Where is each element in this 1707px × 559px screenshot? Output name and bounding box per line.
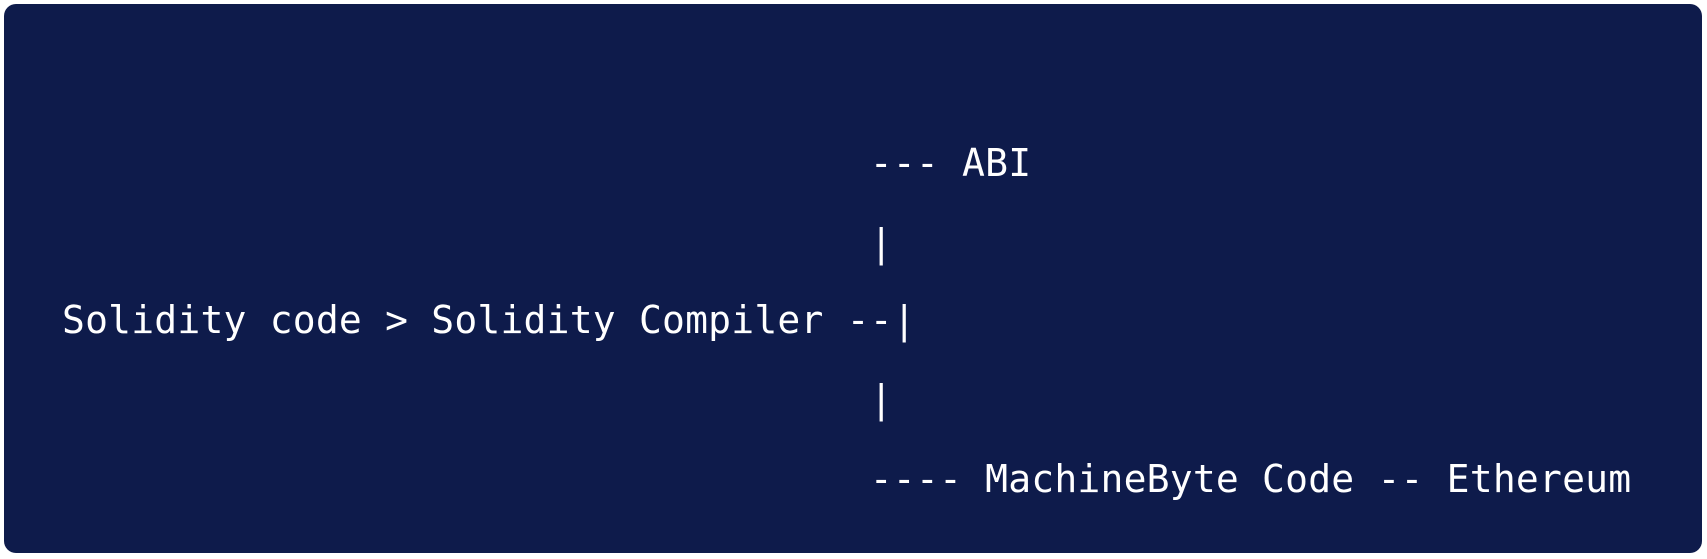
abi-branch-line: --- ABI bbox=[62, 141, 1032, 185]
upper-connector-line: | bbox=[62, 221, 893, 265]
lower-connector-line: | bbox=[62, 377, 893, 421]
code-block: --- ABI | Solidity code > Solidity Compi… bbox=[4, 4, 1702, 553]
compiler-flow-line: Solidity code > Solidity Compiler --| bbox=[62, 298, 916, 342]
bytecode-branch-line: ---- MachineByte Code -- Ethereum bbox=[62, 457, 1632, 501]
